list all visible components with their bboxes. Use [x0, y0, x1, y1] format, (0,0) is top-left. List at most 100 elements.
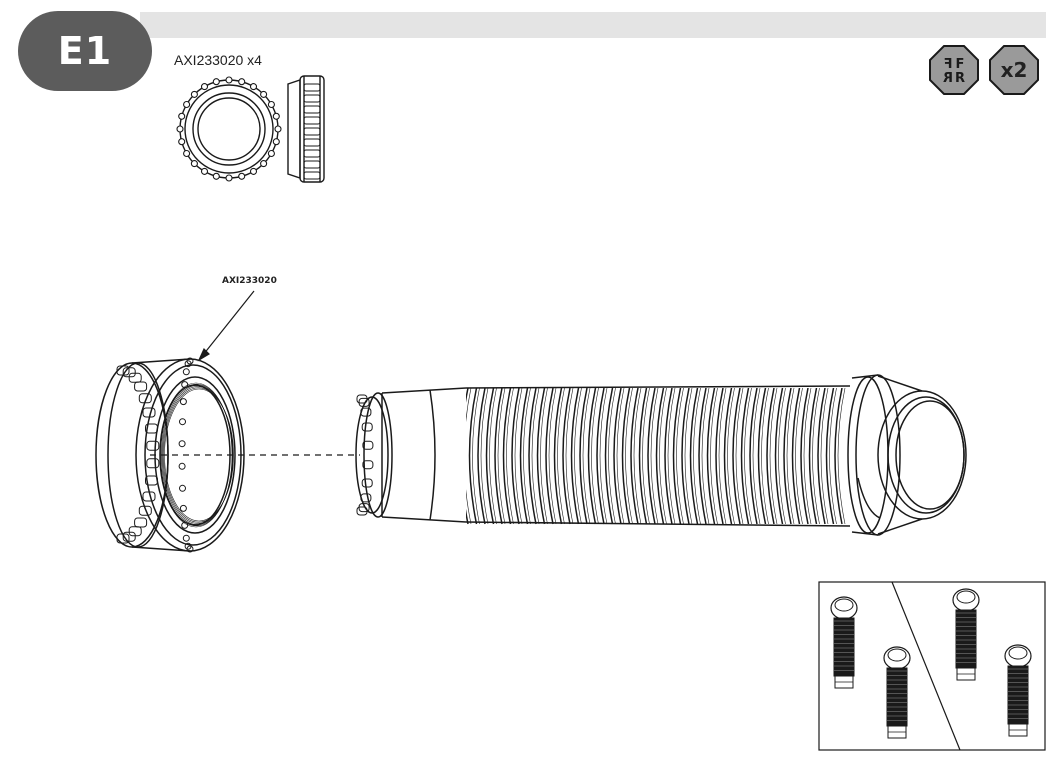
- knurl-bump: [260, 90, 268, 98]
- large-nut-knurl: [145, 475, 158, 486]
- large-nut-knurl: [142, 491, 156, 502]
- thread-line: [608, 388, 616, 525]
- knurl-bump: [212, 172, 220, 180]
- thread-line: [757, 388, 767, 525]
- thread-line: [621, 388, 631, 525]
- stub-knurl: [362, 440, 374, 450]
- thread-line: [625, 388, 633, 525]
- inset-bolt: [883, 646, 911, 739]
- large-nut-rim-bump: [179, 418, 186, 426]
- thread-line: [477, 388, 486, 525]
- thread-line: [565, 388, 574, 525]
- threaded-fitting: [355, 374, 967, 536]
- thread-line: [466, 388, 472, 525]
- thread-line: [633, 388, 642, 525]
- thread-line: [803, 388, 812, 525]
- thread-line: [497, 388, 506, 525]
- thread-line: [472, 388, 480, 525]
- thread-line: [752, 388, 761, 525]
- thread-line: [545, 388, 554, 525]
- large-nut-rim-bump: [179, 398, 187, 406]
- nut-front-view: [176, 76, 282, 182]
- inset-panel: [818, 581, 1046, 751]
- knurl-bump: [272, 138, 280, 146]
- thread-line: [744, 388, 752, 525]
- thread-line: [562, 388, 571, 525]
- thread-line: [681, 388, 690, 525]
- thread-line: [774, 388, 784, 525]
- knurl-bump: [183, 100, 191, 109]
- thread-line: [659, 388, 667, 525]
- thread-line: [735, 388, 744, 525]
- header-bar: [140, 12, 1046, 38]
- side-ridge: [303, 160, 321, 169]
- side-ridge: [303, 138, 321, 147]
- thread-line: [727, 388, 735, 525]
- octagon-shape: [989, 45, 1039, 95]
- thread-line: [616, 388, 625, 525]
- thread-line: [553, 388, 563, 525]
- thread-line: [655, 388, 665, 525]
- thread-line: [829, 388, 837, 525]
- knurl-bump: [238, 78, 246, 86]
- thread-line: [570, 388, 580, 525]
- knurl-bump: [212, 78, 220, 86]
- side-ridge: [303, 105, 321, 114]
- thread-line: [812, 388, 820, 525]
- thread-line: [485, 388, 495, 525]
- knurl-bump: [238, 172, 246, 180]
- side-ridge: [303, 116, 321, 125]
- thread-line: [715, 388, 724, 525]
- knurl-bump: [225, 76, 233, 84]
- thread-line: [817, 388, 826, 525]
- large-nut-rim-bump: [179, 484, 186, 492]
- orientation-badge: F F R R: [928, 44, 980, 96]
- thread-line: [684, 388, 693, 525]
- stub-knurl: [358, 397, 370, 407]
- stub-knurl: [362, 460, 374, 470]
- large-nut-rim-bump: [182, 534, 190, 542]
- thread-line: [599, 388, 608, 525]
- nut-side-view: [287, 75, 325, 183]
- large-nut-knurl: [134, 517, 148, 528]
- large-nut-knurl: [138, 505, 152, 516]
- knurl-bump: [178, 112, 186, 120]
- thread-line: [494, 388, 503, 525]
- mirror-letters-icon: F F R R: [929, 45, 979, 95]
- thread-line: [820, 388, 829, 525]
- stub-knurl: [360, 407, 372, 417]
- thread-line: [825, 388, 835, 525]
- thread-line: [468, 388, 478, 525]
- thread-line: [466, 388, 469, 525]
- thread-line: [506, 388, 514, 525]
- large-nut-knurl: [146, 458, 160, 469]
- thread-line: [531, 388, 540, 525]
- knurl-bump: [200, 167, 209, 175]
- knurl-bump: [178, 138, 186, 146]
- thread-line: [706, 388, 716, 525]
- thread-line: [587, 388, 597, 525]
- stub-knurl: [360, 493, 372, 503]
- inset-bolt: [1004, 644, 1032, 737]
- thread-line: [519, 388, 529, 525]
- knurl-bump: [249, 167, 258, 175]
- thread-line: [783, 388, 792, 525]
- thread-line: [766, 388, 775, 525]
- knurl-bump: [272, 112, 280, 120]
- quantity-text: x2: [1000, 58, 1028, 82]
- callout-arrow: [197, 290, 255, 362]
- thread-line: [795, 388, 803, 525]
- thread-line: [630, 388, 639, 525]
- thread-line: [834, 388, 843, 525]
- knurl-bump: [190, 160, 198, 168]
- thread-line: [837, 388, 846, 525]
- large-nut-knurl: [146, 440, 160, 451]
- thread-line: [769, 388, 778, 525]
- large-nut-rim-bump: [178, 462, 186, 470]
- inset-bolt: [830, 596, 858, 689]
- stub-knurl: [356, 506, 368, 516]
- knurl-bump: [176, 125, 184, 133]
- thread-line: [514, 388, 523, 525]
